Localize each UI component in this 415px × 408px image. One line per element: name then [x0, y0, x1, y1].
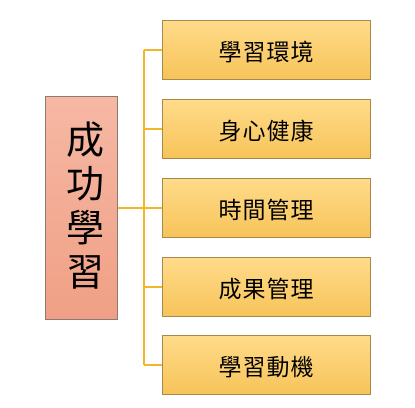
- child-node-results-management: 成果管理: [162, 257, 371, 317]
- child-node-learning-environment: 學習環境: [162, 20, 371, 80]
- root-node-label: 成功學習: [59, 120, 104, 296]
- root-node: 成功學習: [45, 96, 118, 320]
- child-node-physical-mental-health: 身心健康: [162, 99, 371, 159]
- child-node-learning-motivation: 學習動機: [162, 335, 371, 395]
- child-node-time-management: 時間管理: [162, 178, 371, 238]
